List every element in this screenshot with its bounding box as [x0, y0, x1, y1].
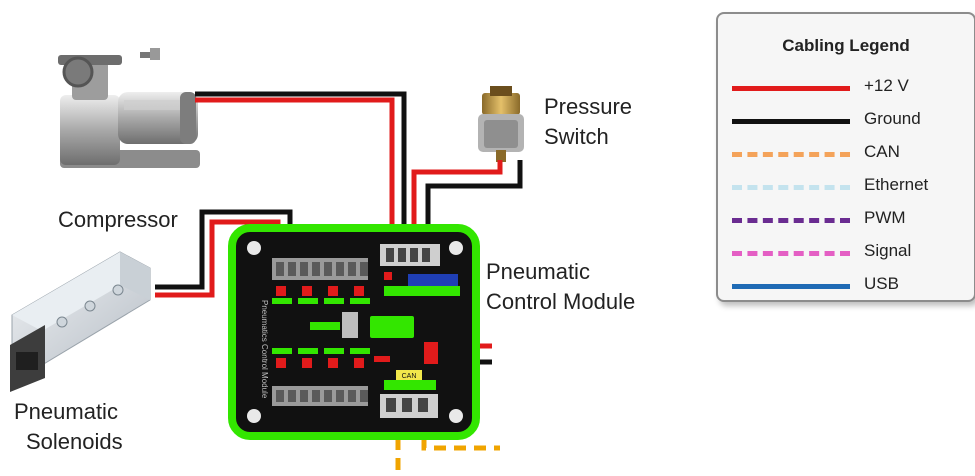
legend-item-label: CAN	[864, 142, 900, 161]
board-side-label: Pneumatics Control Module	[260, 300, 269, 399]
pcm-board-icon: CAN Pneumatics Control Module	[228, 224, 480, 440]
pressure-switch-icon	[478, 86, 524, 162]
pcm-label-line1: Pneumatic	[486, 259, 590, 284]
legend-item-ground: Ground	[732, 105, 964, 137]
pcm-label-line2: Control Module	[486, 289, 636, 314]
legend-line-swatch	[732, 218, 850, 223]
legend-item-label: +12 V	[864, 76, 909, 95]
legend-item-pwm: PWM	[732, 204, 964, 236]
compressor-label: Compressor	[58, 207, 178, 232]
solenoids-label-line2: Solenoids	[26, 429, 123, 454]
legend-line-swatch	[732, 284, 850, 289]
switch-ground-wire	[425, 160, 523, 245]
legend-line-swatch	[732, 251, 850, 256]
legend-item-label: Ethernet	[864, 175, 929, 194]
legend-item-ethernet: Ethernet	[732, 171, 964, 203]
legend-item-label: USB	[864, 274, 899, 293]
legend-item-label: Signal	[864, 241, 912, 260]
legend-line-swatch	[732, 152, 850, 157]
legend-line-swatch	[732, 119, 850, 124]
can-port-label: CAN	[402, 373, 417, 380]
legend-title: Cabling Legend	[782, 36, 910, 55]
compressor-power-wire	[195, 97, 395, 245]
legend-item-label: Ground	[864, 109, 921, 128]
pressure-switch-label-line2: Switch	[544, 124, 609, 149]
legend-item-usb: USB	[732, 270, 964, 302]
pressure-switch-label-line1: Pressure	[544, 94, 633, 119]
compressor-icon	[58, 48, 200, 168]
legend-line-swatch	[732, 86, 850, 91]
solenoids-label-line1: Pneumatic	[14, 399, 118, 424]
legend-line-swatch	[732, 185, 850, 190]
legend-item-12-v: +12 V	[732, 72, 964, 104]
switch-power-wire	[411, 160, 503, 245]
legend-item-signal: Signal	[732, 237, 964, 269]
compressor-ground-wire	[195, 91, 407, 245]
legend-item-label: PWM	[864, 208, 906, 227]
solenoid-valve-icon	[10, 251, 151, 392]
legend-item-can: CAN	[732, 138, 964, 170]
